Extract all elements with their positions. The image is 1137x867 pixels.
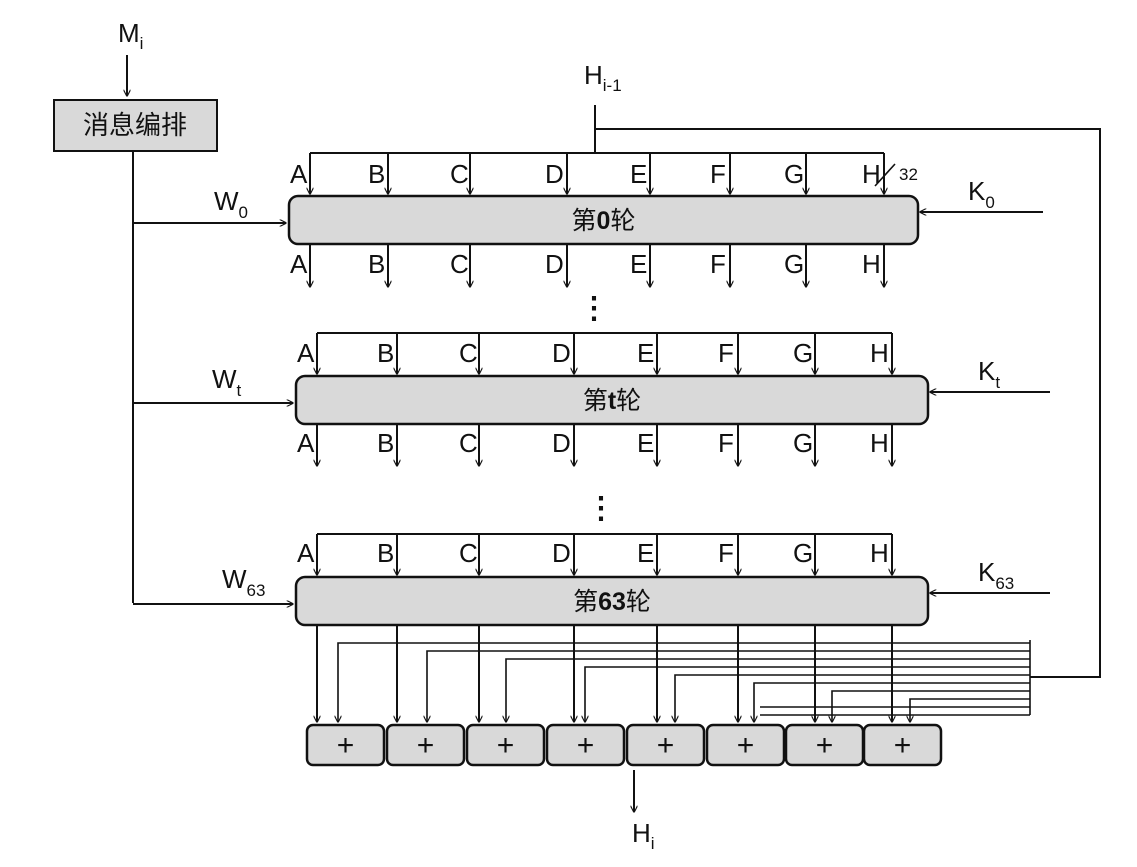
register-label-e: E xyxy=(630,159,647,189)
round-box xyxy=(294,374,930,426)
adder-symbol: + xyxy=(417,729,435,762)
adder-box xyxy=(625,723,706,767)
feed-forward-line xyxy=(595,128,1101,678)
register-label-c: C xyxy=(450,159,469,189)
register-label-c: C xyxy=(459,338,478,368)
register-label-a: A xyxy=(297,538,315,568)
feed-forward-branch xyxy=(675,674,1030,722)
register-label-h: H xyxy=(870,538,889,568)
adders-layer: + + + + + + + + xyxy=(305,625,1031,767)
adder-symbol: + xyxy=(577,729,595,762)
register-label-d: D xyxy=(545,159,564,189)
register-label-g: G xyxy=(793,338,813,368)
w-label: W63 xyxy=(222,564,265,600)
register-label-g: G xyxy=(784,159,804,189)
round-label: 第0轮 xyxy=(572,207,636,235)
round-box xyxy=(294,575,930,627)
ellipsis-middle: ⋮ xyxy=(586,492,616,525)
register-output-label-c: C xyxy=(459,428,478,458)
adder-symbol: + xyxy=(337,729,355,762)
register-output-label-g: G xyxy=(793,428,813,458)
register-output-label-a: A xyxy=(297,428,315,458)
register-output-label-e: E xyxy=(630,249,647,279)
register-label-f: F xyxy=(718,338,734,368)
register-output-label-b: B xyxy=(368,249,385,279)
round-group-t: A A B B C C D D E E F F G G H H 第t轮 Wt Kt xyxy=(133,332,1050,466)
register-label-e: E xyxy=(637,538,654,568)
feed-forward-branch xyxy=(832,690,1030,722)
adder-box xyxy=(705,723,786,767)
register-label-g: G xyxy=(793,538,813,568)
input-label: Mi xyxy=(118,18,143,53)
register-label-h: H xyxy=(870,338,889,368)
k-label: Kt xyxy=(978,356,1000,392)
adder-box xyxy=(862,723,943,767)
register-label-b: B xyxy=(368,159,385,189)
register-output-label-e: E xyxy=(637,428,654,458)
register-label-b: B xyxy=(377,338,394,368)
adder-box xyxy=(465,723,546,767)
register-label-f: F xyxy=(718,538,734,568)
adder-box xyxy=(305,723,386,767)
register-label-c: C xyxy=(459,538,478,568)
output-label: Hi xyxy=(632,818,655,853)
feed-forward-branch xyxy=(338,642,1030,722)
register-label-a: A xyxy=(290,159,308,189)
feed-forward-branch xyxy=(585,666,1030,722)
adder-symbol: + xyxy=(816,729,834,762)
round-label: 第t轮 xyxy=(583,387,641,415)
feed-forward-branch xyxy=(427,650,1030,722)
rounds-layer: AABBCCDDEEFFGGHH第0轮W0K0AABBCCDDEEFFGGHH第… xyxy=(133,152,1050,627)
register-output-label-g: G xyxy=(784,249,804,279)
w-label: Wt xyxy=(212,364,242,400)
register-label-d: D xyxy=(552,338,571,368)
register-output-label-f: F xyxy=(710,249,726,279)
adder-symbol: + xyxy=(737,729,755,762)
k-label: K0 xyxy=(968,176,995,212)
w-label: W0 xyxy=(214,186,248,222)
register-label-h: H xyxy=(862,159,881,189)
adder-symbol: + xyxy=(894,729,912,762)
register-label-a: A xyxy=(297,338,315,368)
register-output-label-a: A xyxy=(290,249,308,279)
adder-box xyxy=(385,723,466,767)
message-schedule-box xyxy=(53,99,218,152)
round-group-0: A A B B C C D D E E F F G G H H 第0轮 W0 K0 xyxy=(133,152,1043,287)
register-output-label-b: B xyxy=(377,428,394,458)
register-output-label-h: H xyxy=(862,249,881,279)
register-label-f: F xyxy=(710,159,726,189)
feed-forward-branch xyxy=(754,682,1030,722)
register-output-label-d: D xyxy=(552,428,571,458)
k-label: K63 xyxy=(978,557,1014,593)
adder-box xyxy=(545,723,626,767)
round-label: 第63轮 xyxy=(573,588,651,616)
register-output-label-f: F xyxy=(718,428,734,458)
round-box xyxy=(287,194,920,246)
register-output-label-c: C xyxy=(450,249,469,279)
register-label-d: D xyxy=(552,538,571,568)
register-label-e: E xyxy=(637,338,654,368)
adder-symbol: + xyxy=(497,729,515,762)
message-schedule-label: 消息编排 xyxy=(83,110,187,140)
prev-hash-label: Hi-1 xyxy=(584,60,622,95)
register-output-label-h: H xyxy=(870,428,889,458)
feed-forward-branch xyxy=(910,698,1030,722)
adder-symbol: + xyxy=(657,729,675,762)
round-group-63: A B C D E F G H 第63轮 W63 K63 xyxy=(133,533,1050,627)
register-label-b: B xyxy=(377,538,394,568)
ellipsis-top: ⋮ xyxy=(579,292,609,325)
bus-width-label: 32 xyxy=(899,165,918,184)
feed-forward-branch xyxy=(506,658,1030,722)
register-output-label-d: D xyxy=(545,249,564,279)
